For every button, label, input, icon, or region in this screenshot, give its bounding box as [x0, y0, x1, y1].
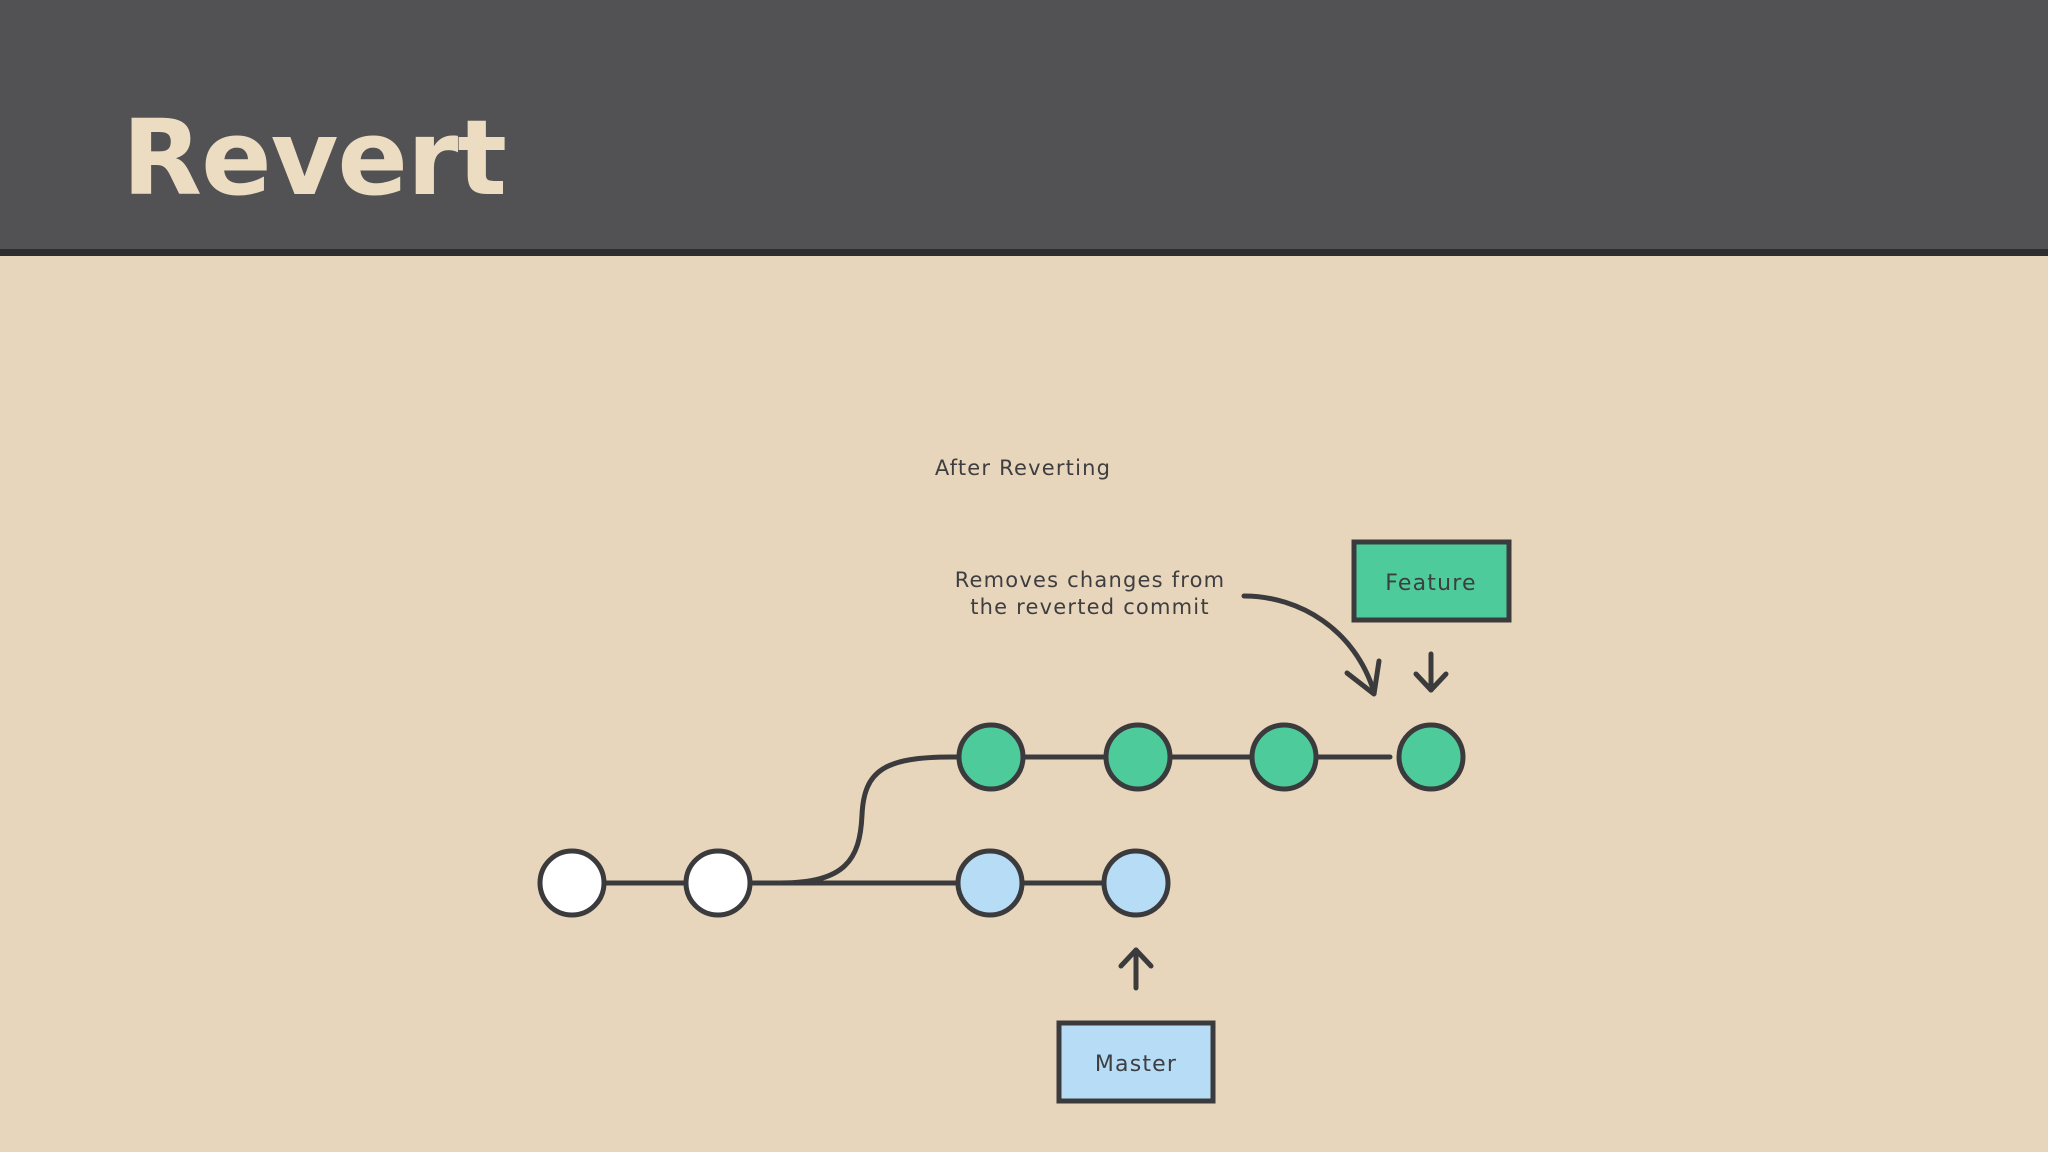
- annotation-line-1: Removes changes from: [955, 568, 1226, 592]
- annotation-line-2: the reverted commit: [970, 595, 1210, 619]
- commit-feature-1: [956, 722, 1026, 792]
- master-branch-label: Master: [1056, 1020, 1216, 1104]
- commit-base-1: [537, 848, 607, 918]
- commit-feature-2: [1103, 722, 1173, 792]
- commit-base-2: [683, 848, 753, 918]
- master-label-text: Master: [1095, 1052, 1177, 1077]
- slide-title: Revert: [122, 97, 507, 219]
- feature-label-text: Feature: [1385, 571, 1477, 596]
- annotation-arrow: [1241, 593, 1382, 697]
- commit-master-2: [1101, 848, 1171, 918]
- master-label-box: [1056, 1020, 1216, 1104]
- header-divider: [0, 249, 2048, 256]
- feature-pointer-arrow: [1413, 651, 1449, 693]
- diagram-caption: After Reverting: [935, 456, 1111, 480]
- slide-header: [0, 0, 2048, 249]
- master-pointer-arrow: [1118, 947, 1154, 991]
- feature-label-box: [1351, 539, 1512, 623]
- commit-feature-4-revert: [1396, 722, 1466, 792]
- branch-curve: [777, 754, 955, 886]
- commit-master-1: [955, 848, 1025, 918]
- commit-feature-3: [1249, 722, 1319, 792]
- feature-branch-label: Feature: [1351, 539, 1512, 623]
